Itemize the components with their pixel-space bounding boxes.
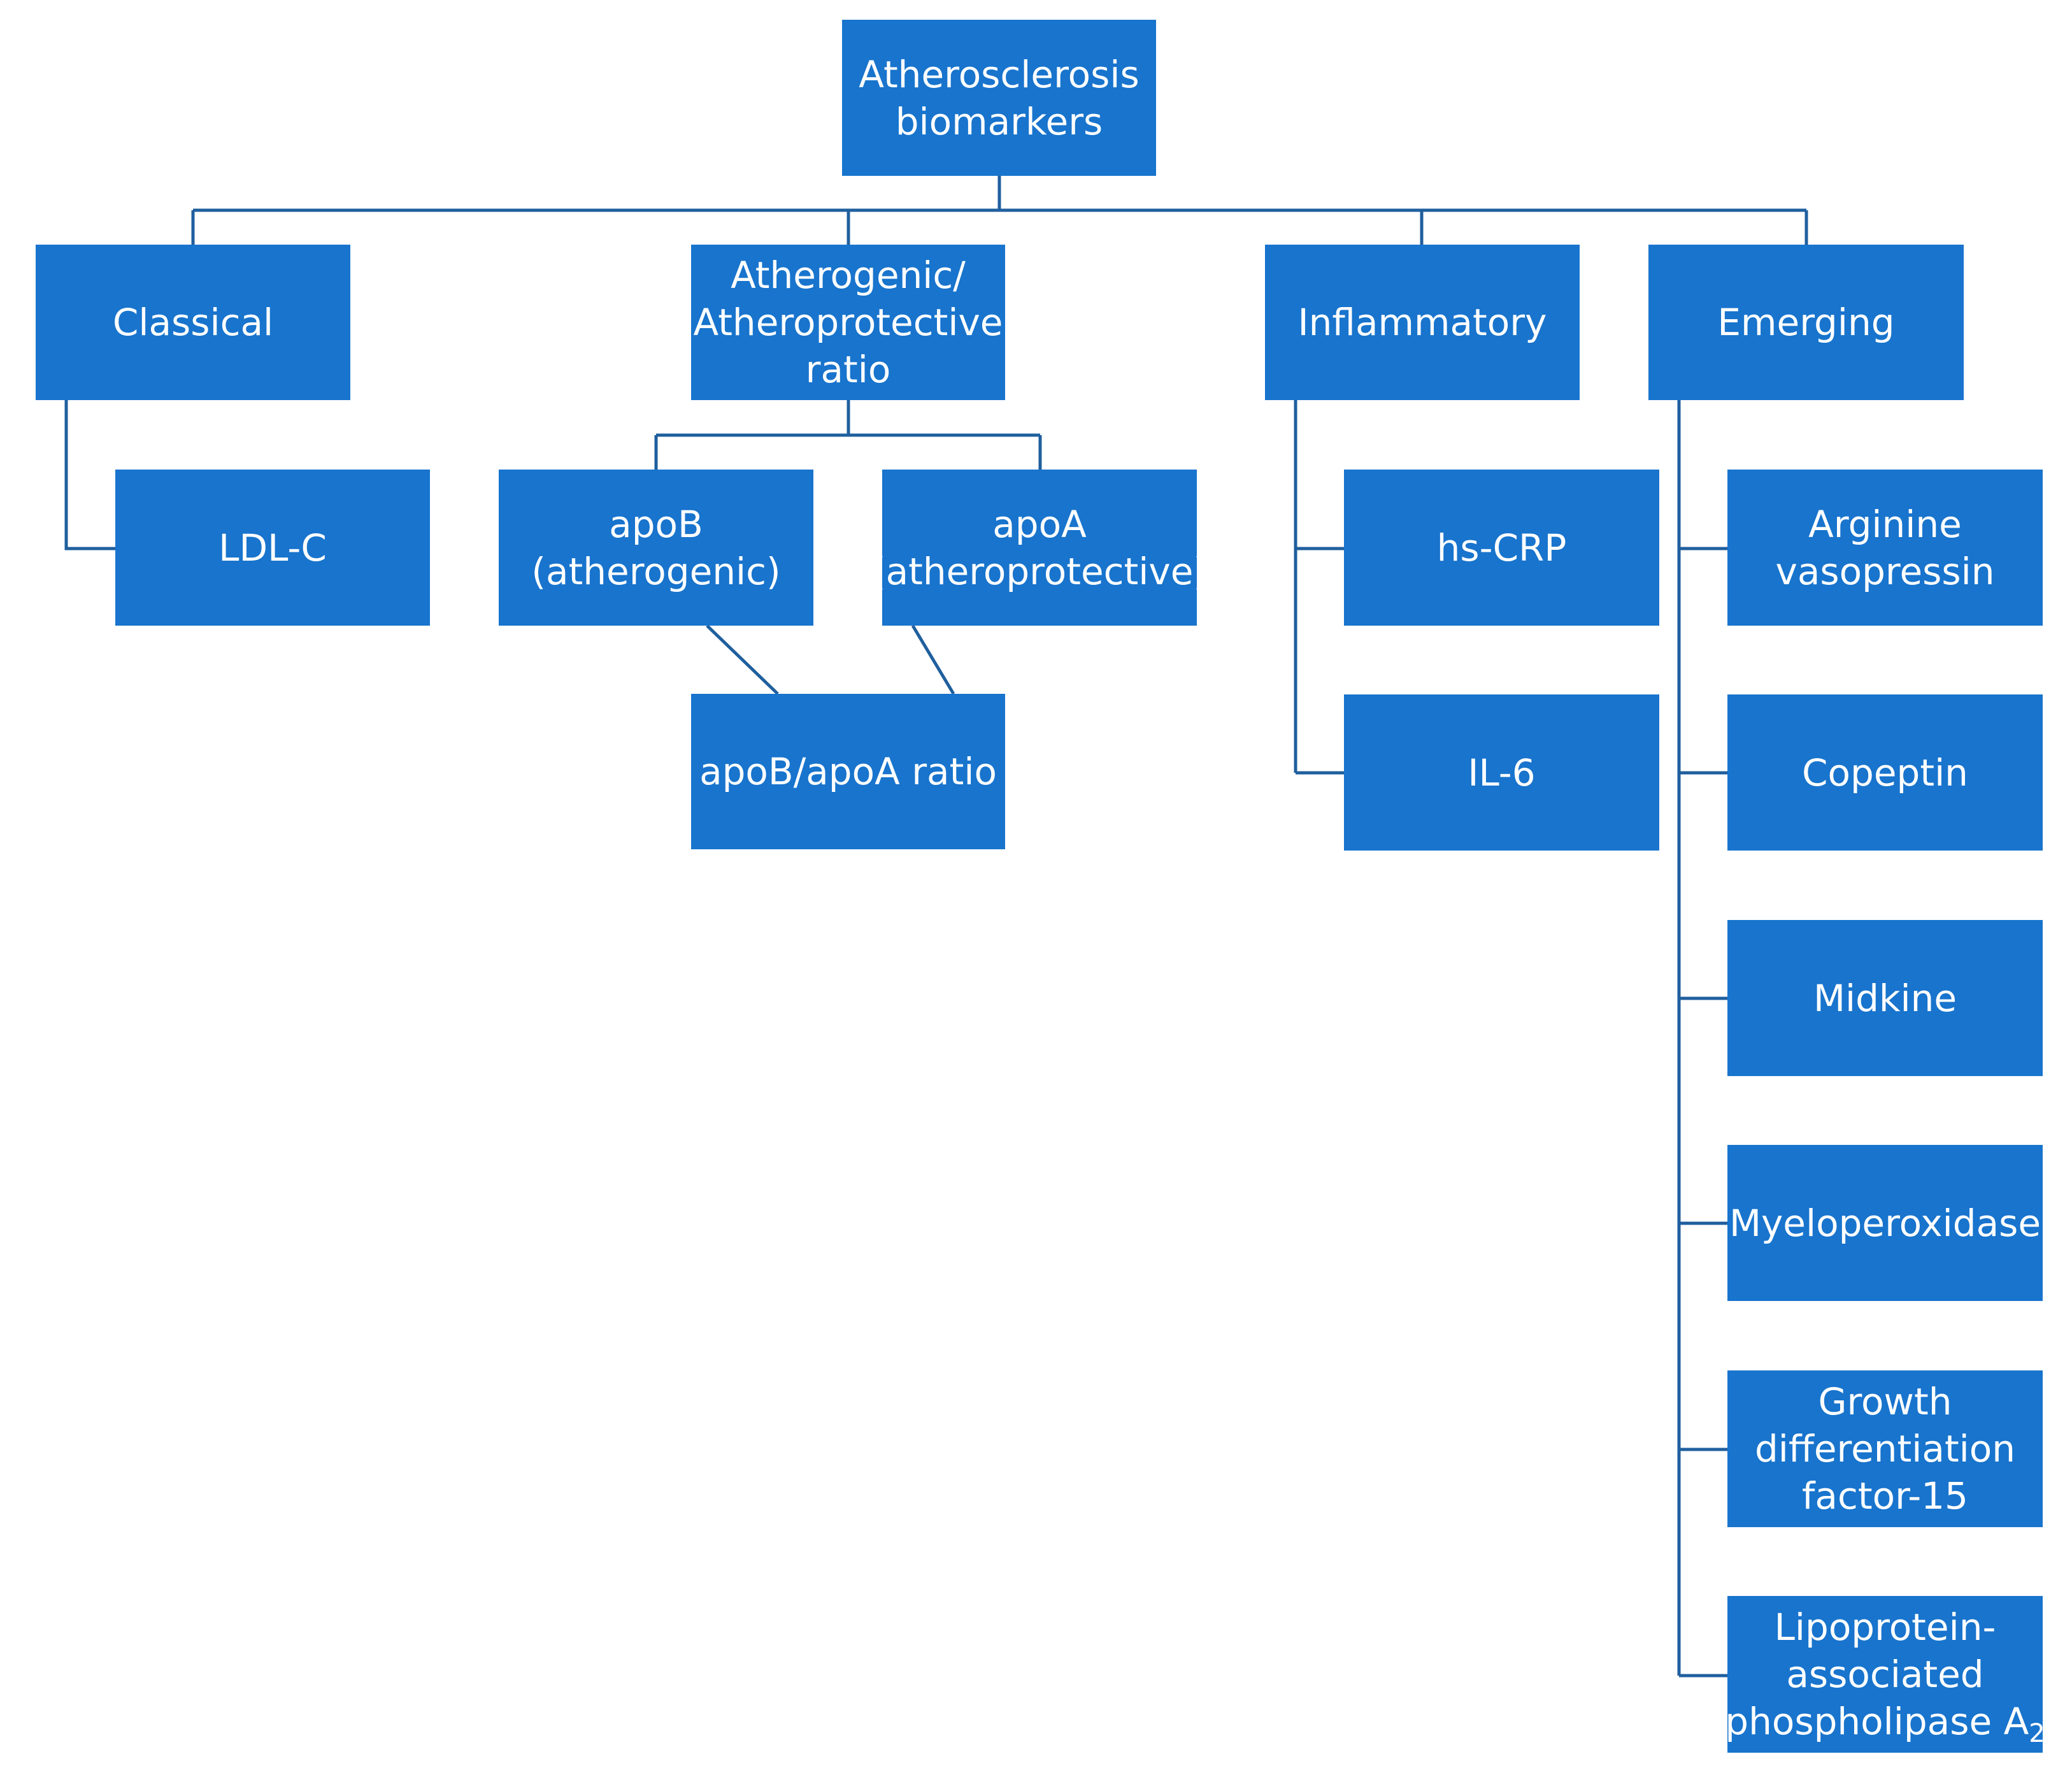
- node-label-line: vasopressin: [1775, 549, 1995, 593]
- node-label-line: (atheroprotective): [871, 549, 1208, 593]
- connector-apob-ratio: [706, 624, 779, 695]
- node-inflammatory: Inflammatory: [1265, 245, 1580, 400]
- node-label-line: Inflammatory: [1297, 301, 1547, 344]
- node-label-line: IL-6: [1468, 751, 1536, 794]
- node-midkine: Midkine: [1727, 920, 2043, 1076]
- node-hs-crp: hs-CRP: [1344, 470, 1659, 626]
- node-label-line: Lipoprotein-: [1774, 1606, 1996, 1649]
- connector-classical-ldlc: [64, 400, 115, 550]
- node-classical: Classical: [36, 245, 350, 400]
- node-label-line: Atheroprotective: [693, 301, 1003, 344]
- node-label-line: Arginine: [1808, 502, 1962, 546]
- node-label-line: hs-CRP: [1436, 526, 1567, 570]
- node-label-line: associated: [1786, 1653, 1984, 1696]
- node-ldl-c: LDL-C: [115, 470, 430, 626]
- node-apoa: apoA(atheroprotective): [871, 470, 1208, 626]
- node-emerging: Emerging: [1648, 245, 1964, 400]
- node-label-line: Midkine: [1813, 976, 1957, 1020]
- node-label-subscript: 2: [2029, 1719, 2045, 1748]
- node-label-line: apoB: [609, 502, 703, 546]
- node-label-line: Atherogenic/: [731, 254, 966, 297]
- node-label-line: Growth: [1818, 1380, 1952, 1423]
- node-apob-apoa-ratio: apoB/apoA ratio: [691, 694, 1005, 849]
- node-copeptin: Copeptin: [1727, 694, 2043, 851]
- node-myeloperoxidase: Myeloperoxidase: [1727, 1145, 2043, 1301]
- connector-apoa-ratio: [911, 624, 955, 695]
- node-label-line: apoA: [992, 502, 1087, 546]
- node-label-line: phospholipase A2: [1725, 1700, 2045, 1748]
- node-label-line: Atherosclerosis: [859, 52, 1140, 96]
- node-label-line: ratio: [805, 348, 891, 391]
- node-label-line: differentiation: [1754, 1427, 2016, 1470]
- node-label-line: factor-15: [1802, 1474, 1968, 1518]
- node-label-line: apoB/apoA ratio: [699, 750, 997, 793]
- node-label-line: Copeptin: [1802, 751, 1968, 794]
- node-label-line: biomarkers: [895, 99, 1103, 143]
- node-label-line: Myeloperoxidase: [1729, 1201, 2041, 1245]
- node-il-6: IL-6: [1344, 694, 1659, 851]
- node-label-line: Emerging: [1717, 301, 1895, 344]
- node-label-line: (atherogenic): [531, 549, 781, 593]
- node-label-line: LDL-C: [218, 526, 327, 570]
- node-label-line: Classical: [112, 301, 274, 344]
- node-apob: apoB(atherogenic): [499, 470, 813, 626]
